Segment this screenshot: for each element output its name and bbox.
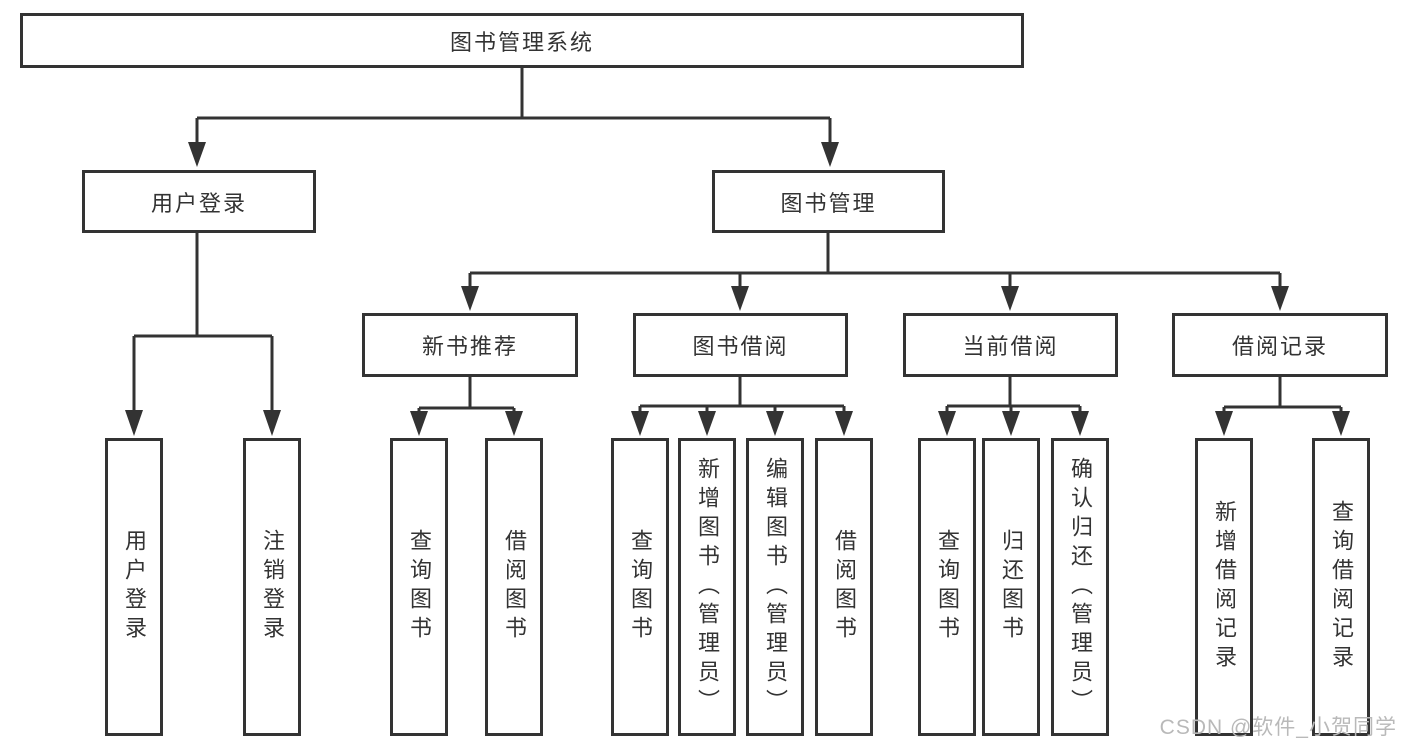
arrowhead-icon xyxy=(1001,286,1019,311)
connector-bookmgmt-to-level3 xyxy=(461,233,1289,311)
arrowhead-icon xyxy=(835,411,853,436)
node-label: 借阅记录 xyxy=(1231,334,1328,359)
arrowhead-icon xyxy=(505,411,523,436)
node-label: 查询借阅记录 xyxy=(1329,500,1354,674)
node-label: 编辑图书（管理员） xyxy=(763,456,788,718)
node-label: 图书管理系统 xyxy=(449,29,594,55)
node-leaf-add-books-admin: 新增图书（管理员） xyxy=(678,438,736,736)
node-leaf-confirm-return-admin: 确认归还（管理员） xyxy=(1051,438,1109,736)
arrowhead-icon xyxy=(188,142,206,167)
arrowhead-icon xyxy=(461,286,479,311)
node-leaf-query-borrow-record: 查询借阅记录 xyxy=(1312,438,1370,736)
arrowhead-icon xyxy=(698,411,716,436)
arrowhead-icon xyxy=(938,411,956,436)
arrowhead-icon xyxy=(1271,286,1289,311)
connector-root-to-level2 xyxy=(188,68,839,167)
node-label: 注销登录 xyxy=(260,529,285,645)
node-label: 新书推荐 xyxy=(421,334,518,359)
node-label: 用户登录 xyxy=(122,529,147,645)
connector-records-to-leaves xyxy=(1215,377,1350,436)
connector-currentborrow-to-leaves xyxy=(938,377,1089,436)
arrowhead-icon xyxy=(125,410,143,436)
arrowhead-icon xyxy=(1215,411,1233,436)
node-label: 图书借阅 xyxy=(692,334,789,359)
node-leaf-logout: 注销登录 xyxy=(243,438,301,736)
node-label: 当前借阅 xyxy=(962,334,1059,359)
node-leaf-user-login: 用户登录 xyxy=(105,438,163,736)
node-leaf-query-books-1: 查询图书 xyxy=(390,438,448,736)
arrowhead-icon xyxy=(1002,411,1020,436)
node-leaf-query-books-2: 查询图书 xyxy=(611,438,669,736)
node-label: 归还图书 xyxy=(999,529,1024,645)
node-leaf-return-books: 归还图书 xyxy=(982,438,1040,736)
node-leaf-add-borrow-record: 新增借阅记录 xyxy=(1195,438,1253,736)
arrowhead-icon xyxy=(1332,411,1350,436)
node-book-borrow: 图书借阅 xyxy=(633,313,848,377)
arrowhead-icon xyxy=(1071,411,1089,436)
node-leaf-borrow-books-1: 借阅图书 xyxy=(485,438,543,736)
node-label: 查询图书 xyxy=(628,529,653,645)
connector-bookborrow-to-leaves xyxy=(631,377,853,436)
node-label: 查询图书 xyxy=(407,529,432,645)
node-label: 确认归还（管理员） xyxy=(1068,456,1093,718)
arrowhead-icon xyxy=(631,411,649,436)
arrowhead-icon xyxy=(410,411,428,436)
node-label: 借阅图书 xyxy=(502,529,527,645)
node-label: 借阅图书 xyxy=(832,529,857,645)
arrowhead-icon xyxy=(766,411,784,436)
arrowhead-icon xyxy=(821,142,839,167)
node-label: 查询图书 xyxy=(935,529,960,645)
arrowhead-icon xyxy=(731,286,749,311)
node-new-book-recommend: 新书推荐 xyxy=(362,313,578,377)
node-borrow-records: 借阅记录 xyxy=(1172,313,1388,377)
node-label: 新增图书（管理员） xyxy=(695,456,720,718)
node-label: 用户登录 xyxy=(150,190,247,216)
node-current-borrow: 当前借阅 xyxy=(903,313,1118,377)
node-book-management: 图书管理 xyxy=(712,170,945,233)
node-label: 新增借阅记录 xyxy=(1212,500,1237,674)
node-leaf-edit-books-admin: 编辑图书（管理员） xyxy=(746,438,804,736)
connector-userlogin-to-leaves xyxy=(125,233,281,436)
connector-newbook-to-leaves xyxy=(410,377,523,436)
arrowhead-icon xyxy=(263,410,281,436)
node-leaf-borrow-books-2: 借阅图书 xyxy=(815,438,873,736)
node-user-login: 用户登录 xyxy=(82,170,316,233)
node-root-system: 图书管理系统 xyxy=(20,13,1024,68)
node-leaf-query-books-3: 查询图书 xyxy=(918,438,976,736)
node-label: 图书管理 xyxy=(780,190,877,216)
